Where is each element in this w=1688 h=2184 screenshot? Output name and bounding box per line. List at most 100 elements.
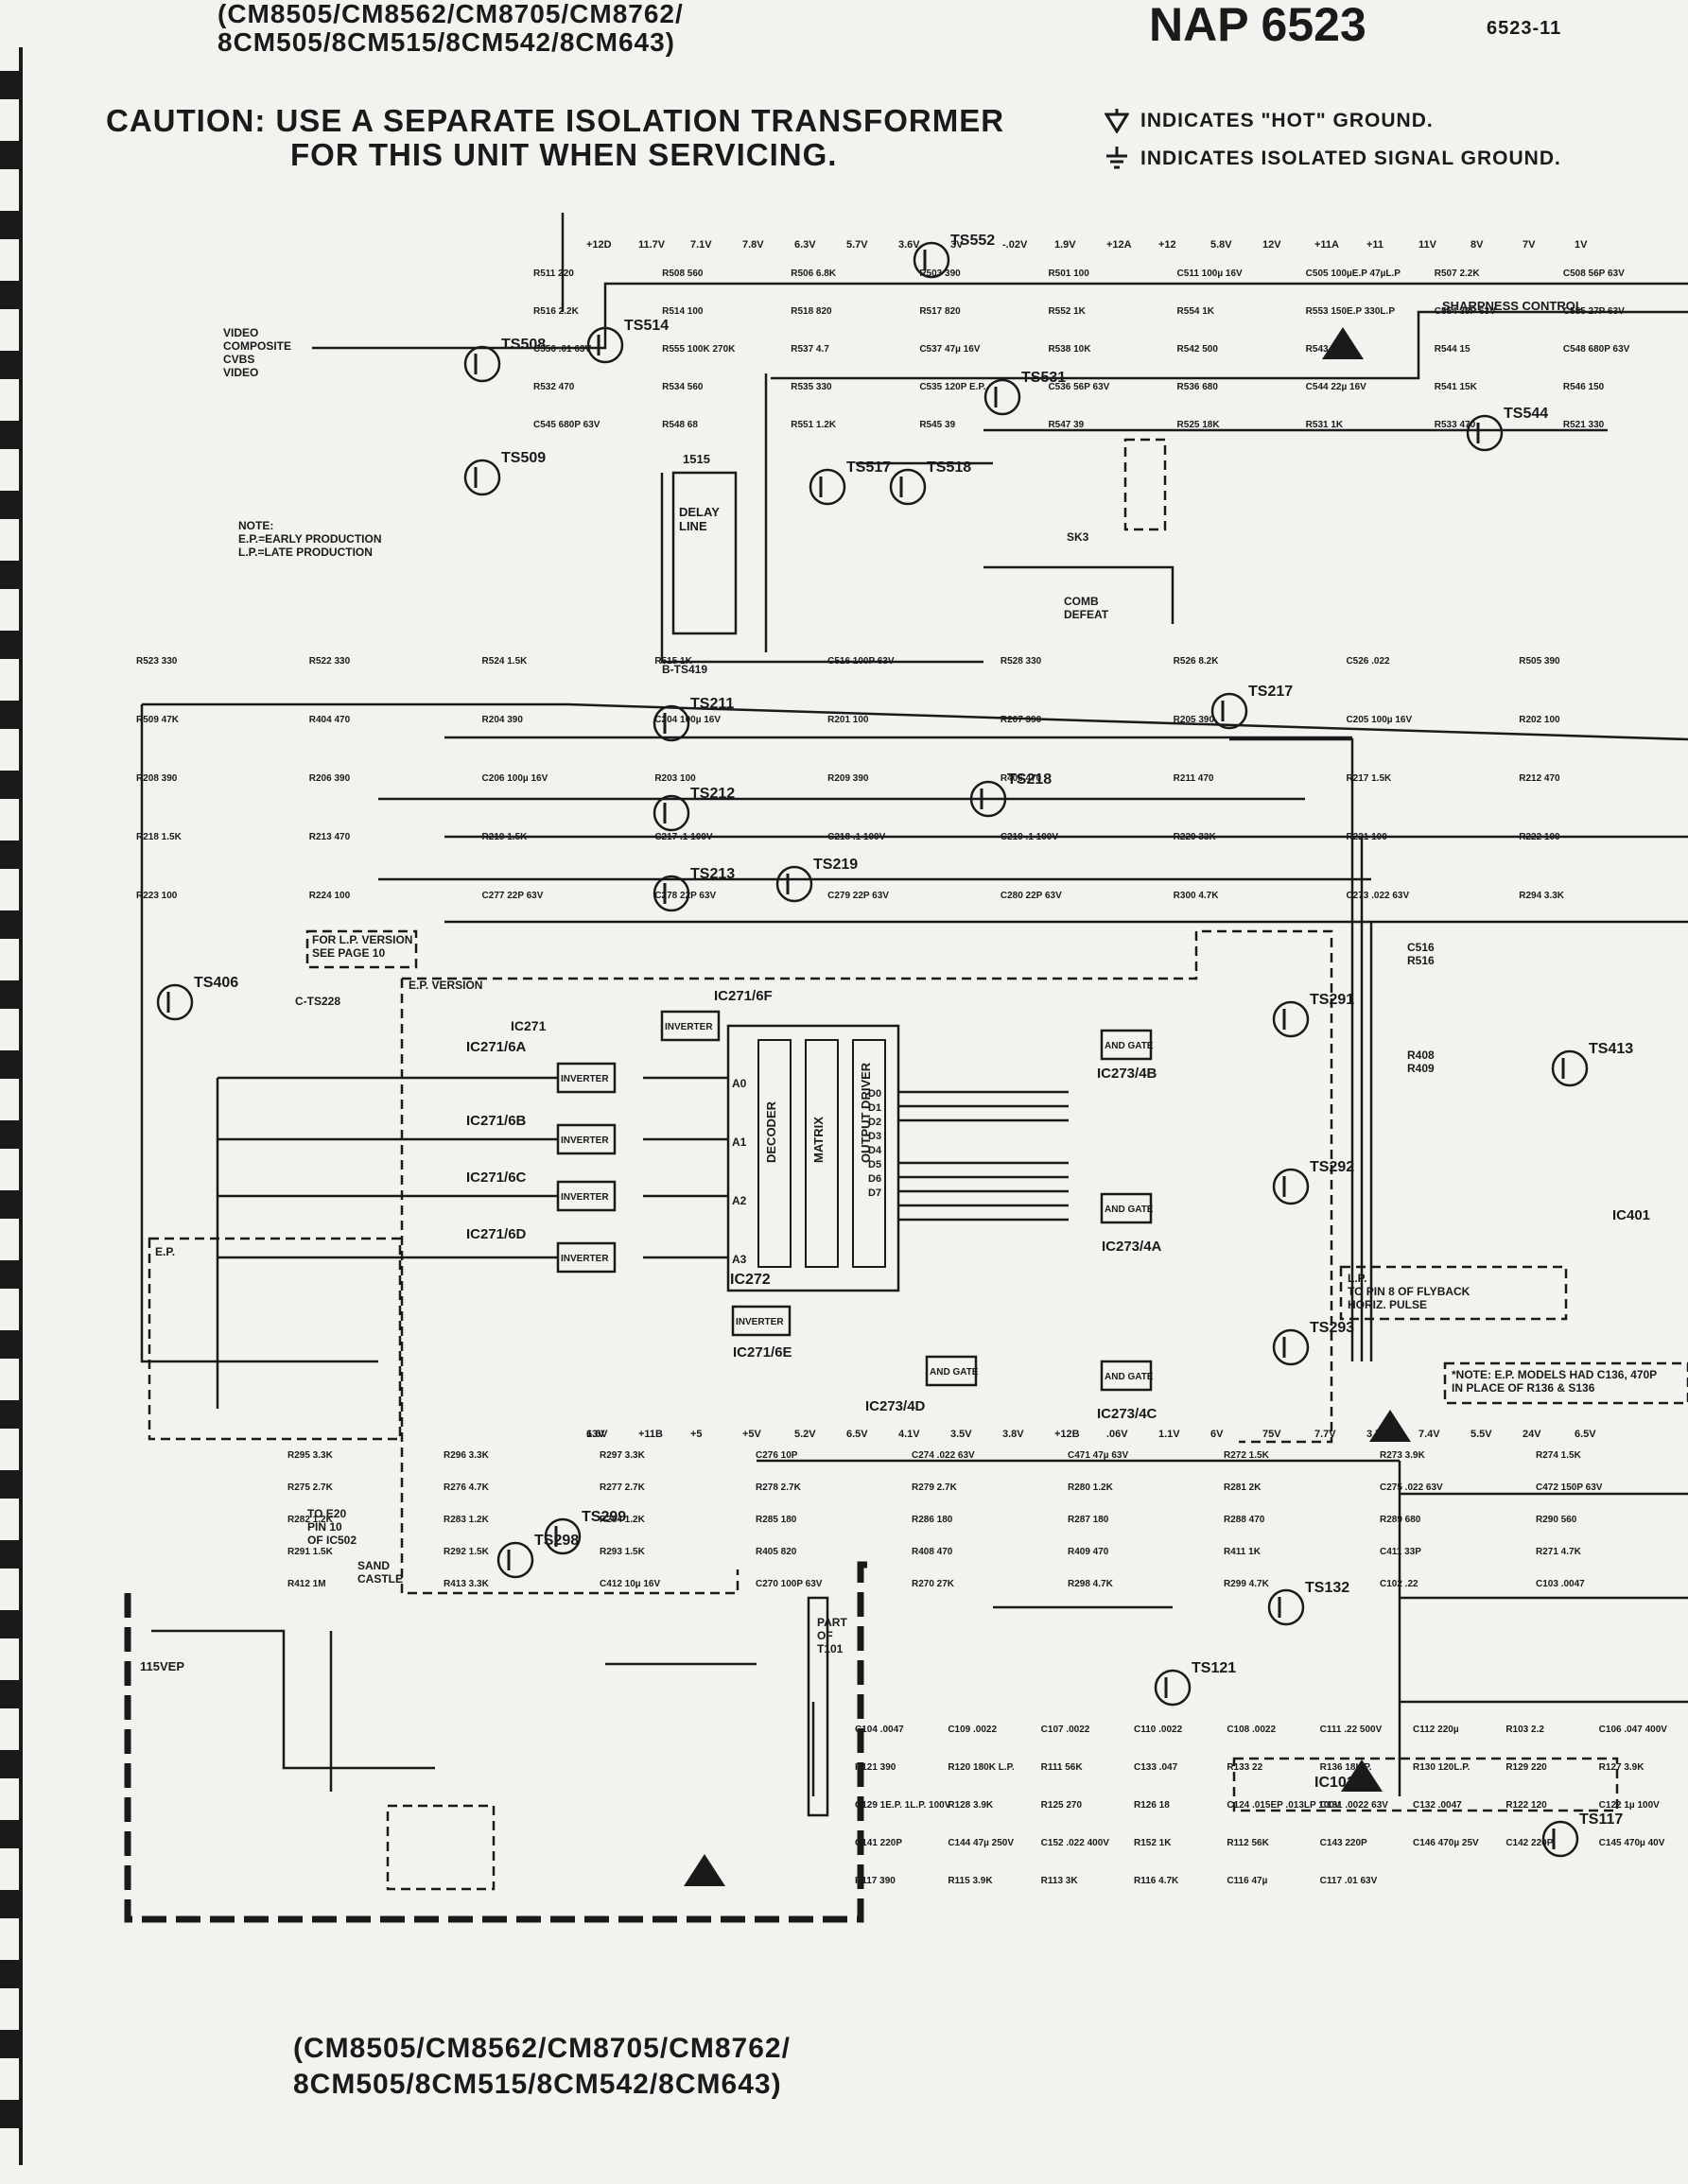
ic272-output: D1 — [868, 1102, 881, 1114]
component-value: C505 100µE.P 47µL.P — [1306, 269, 1401, 279]
legend-isolated-ground-text: INDICATES ISOLATED SIGNAL GROUND. — [1140, 147, 1561, 169]
binder-tab — [0, 1120, 23, 1149]
component-value: C274 .022 63V — [912, 1450, 975, 1461]
component-value: R404 470 — [309, 715, 351, 725]
component-value: C133 .047 — [1134, 1762, 1178, 1773]
ic-block-ref: IC271/6D — [466, 1226, 527, 1242]
transistor-ref: TS531 — [1021, 370, 1066, 386]
component-value: R544 15 — [1435, 344, 1470, 355]
component-value: R525 18K — [1177, 420, 1221, 430]
voltage-label: +11B — [638, 1429, 663, 1440]
transistor-ref: TS213 — [690, 866, 735, 882]
component-value: R412 1M — [287, 1579, 326, 1589]
ic-block-text: INVERTER — [561, 1192, 609, 1203]
component-value: R546 150 — [1563, 382, 1605, 392]
transistor-symbol — [1272, 1168, 1310, 1205]
component-value: R526 8.2K — [1174, 656, 1220, 667]
component-value: C280 22P 63V — [1001, 891, 1062, 901]
voltage-label: 7.1V — [690, 239, 712, 251]
component-value: C217 .1 100V — [654, 832, 712, 842]
production-note: E.P.=EARLY PRODUCTION — [238, 532, 382, 546]
transistor-symbol — [969, 780, 1007, 818]
component-value: C548 680P 63V — [1563, 344, 1630, 355]
component-value: R532 470 — [533, 382, 575, 392]
ic-block-ref: IC271/6C — [466, 1170, 527, 1186]
video-input-label: VIDEO — [223, 326, 258, 339]
component-value: C276 10P — [756, 1450, 798, 1461]
component-value: R206 390 — [309, 773, 351, 784]
component-value: R127 3.9K — [1599, 1762, 1645, 1773]
voltage-label: 3.8V — [1002, 1429, 1024, 1440]
component-value: C554 39P 63V — [1435, 306, 1496, 317]
component-value: R528 330 — [1001, 656, 1042, 667]
component-value: R553 150E.P 330L.P — [1306, 306, 1396, 317]
component-value: R293 1.5K — [600, 1547, 646, 1557]
ic272-output: D4 — [868, 1145, 882, 1156]
component-value: C535 120P E.P. — [919, 382, 985, 392]
b-ts419-label: B-TS419 — [662, 663, 707, 676]
component-value: R523 330 — [136, 656, 178, 667]
legend-hot-ground-text: INDICATES "HOT" GROUND. — [1140, 110, 1434, 131]
voltage-label: +11 — [1366, 239, 1383, 251]
ic272-section: DECODER — [764, 1101, 778, 1163]
component-value: R229 33K — [1174, 832, 1217, 842]
binder-tab — [0, 841, 23, 869]
footer-models: (CM8505/CM8562/CM8705/CM8762/ 8CM505/8CM… — [293, 2031, 791, 2103]
component-value: R534 560 — [662, 382, 704, 392]
isolated-ground-icon — [1106, 147, 1127, 169]
transistor-ref: TS212 — [690, 786, 735, 802]
binder-tab — [0, 910, 23, 939]
comb-defeat-label: COMB — [1064, 595, 1099, 608]
component-value: R272 1.5K — [1224, 1450, 1270, 1461]
transistor-symbol — [1541, 1820, 1579, 1858]
binder-tab — [0, 1820, 23, 1848]
component-value: R207 390 — [1001, 715, 1042, 725]
component-value: R203 100 — [654, 773, 696, 784]
ic-block — [1100, 1029, 1153, 1061]
component-value: C545 680P 63V — [533, 420, 600, 430]
component-value: C472 150P 63V — [1536, 1482, 1603, 1493]
ic272-output: D6 — [868, 1173, 881, 1185]
warning-triangle-icon — [1322, 327, 1364, 359]
voltage-label: 63V — [586, 1429, 605, 1440]
component-value: R219 1.5K — [482, 832, 529, 842]
transistor-ref: TS413 — [1589, 1041, 1633, 1057]
component-value: C555 27P 63V — [1563, 306, 1625, 317]
component-value: R111 56K — [1041, 1762, 1084, 1773]
comb-defeat-label: DEFEAT — [1064, 608, 1109, 621]
warning-triangle-icon — [1341, 1759, 1383, 1792]
voltage-label: +12 — [1158, 239, 1176, 251]
voltage-label: 4.1V — [898, 1429, 920, 1440]
ic272-ref: IC272 — [730, 1272, 771, 1288]
component-value: R202 100 — [1519, 715, 1560, 725]
component-value: C270 100P 63V — [756, 1579, 823, 1589]
component-value: C132 .0047 — [1413, 1800, 1462, 1811]
ic-block — [731, 1305, 792, 1337]
component-value: R280 1.2K — [1068, 1482, 1114, 1493]
ic-block-text: AND GATE — [1105, 1372, 1154, 1382]
component-value: C277 22P 63V — [482, 891, 544, 901]
ic-block-text: INVERTER — [665, 1022, 713, 1032]
ic272-section-box — [757, 1039, 792, 1268]
transistor-ref: TS293 — [1310, 1320, 1354, 1336]
component-value: R213 470 — [309, 832, 351, 842]
component-value: R515 1K — [654, 656, 692, 667]
transistor-symbol — [809, 468, 846, 506]
component-value: R201 100 — [827, 715, 869, 725]
component-value: C511 100µ 16V — [1177, 269, 1243, 279]
ic-block-ref: IC273/4A — [1102, 1239, 1162, 1255]
component-value: R533 470 — [1435, 420, 1476, 430]
to-e20-label: OF IC502 — [307, 1534, 357, 1547]
component-value: R275 2.7K — [287, 1482, 334, 1493]
component-value: R287 180 — [1068, 1515, 1109, 1525]
ic271-ref: IC271 — [511, 1018, 547, 1033]
ic-block — [556, 1241, 617, 1274]
component-value: R205 390 — [1174, 715, 1215, 725]
ep-version-label: E.P. VERSION — [409, 979, 482, 992]
binder-tab — [0, 631, 23, 659]
binder-tab — [0, 2030, 23, 2058]
voltage-label: 8V — [1470, 239, 1484, 251]
caution-line1: CAUTION: USE A SEPARATE ISOLATION TRANSF… — [106, 103, 1005, 138]
component-value: C131 .0022 63V — [1320, 1800, 1389, 1811]
ic-block-ref: IC273/4D — [865, 1398, 926, 1414]
